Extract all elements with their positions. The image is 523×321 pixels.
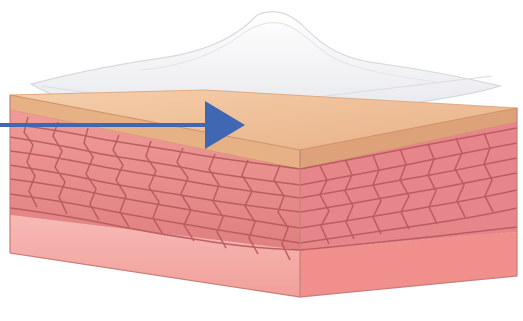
skin-layer-illustration <box>0 0 523 321</box>
skin-diagram <box>0 0 523 321</box>
